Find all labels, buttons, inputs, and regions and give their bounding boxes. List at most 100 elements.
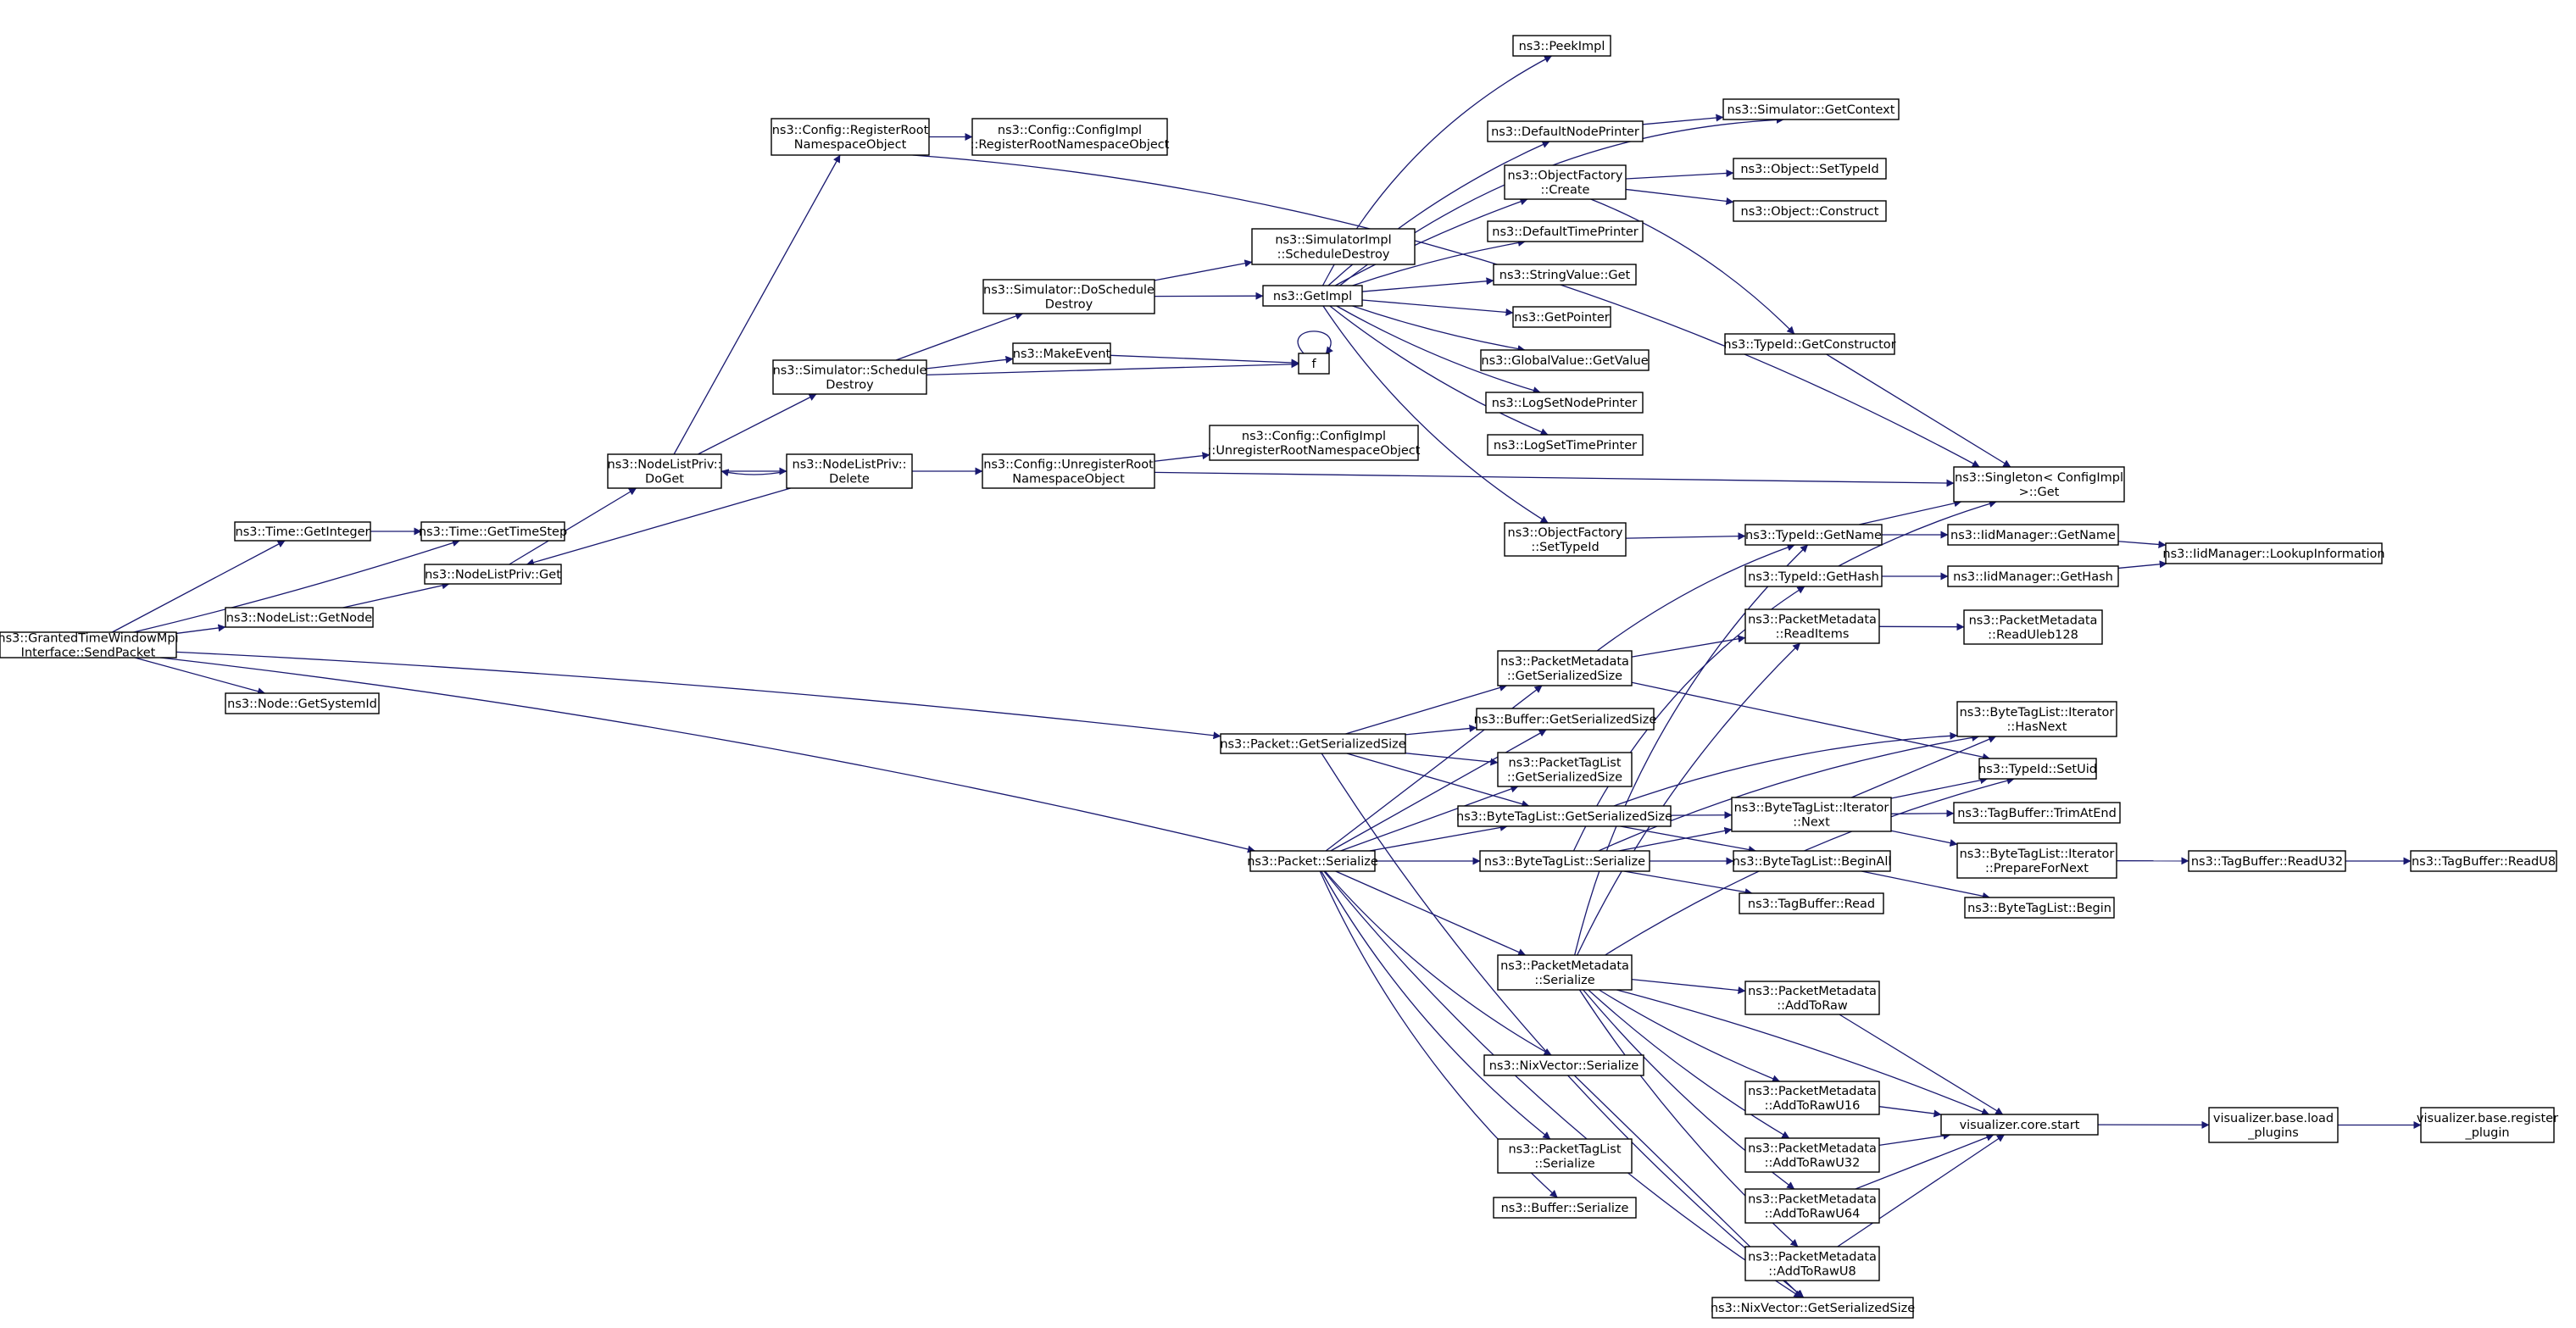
node-packet-getserializedsize[interactable]: ns3::Packet::GetSerializedSize bbox=[1220, 733, 1406, 754]
node-box[interactable] bbox=[1956, 701, 2117, 737]
node-box[interactable] bbox=[1497, 752, 1633, 787]
node-singleton-get[interactable]: ns3::Singleton< ConfigImpl>::Get bbox=[1953, 466, 2125, 503]
node-box[interactable] bbox=[1744, 1137, 1880, 1173]
node-bytetaglist-serialize[interactable]: ns3::ByteTagList::Serialize bbox=[1479, 850, 1650, 872]
node-bytetaglist-iterator-preparefornext[interactable]: ns3::ByteTagList::Iterator::PrepareForNe… bbox=[1956, 842, 2117, 879]
node-box[interactable] bbox=[772, 359, 927, 395]
node-typeid-gethash[interactable]: ns3::TypeId::GetHash bbox=[1744, 565, 1883, 587]
node-packettaglist-serialize[interactable]: ns3::PacketTagList::Serialize bbox=[1497, 1138, 1633, 1174]
node-box[interactable] bbox=[771, 118, 930, 156]
node-box[interactable] bbox=[1733, 158, 1887, 180]
node-object-construct[interactable]: ns3::Object::Construct bbox=[1733, 200, 1887, 222]
node-box[interactable] bbox=[1504, 164, 1627, 200]
node-objectfactory-create[interactable]: ns3::ObjectFactory::Create bbox=[1504, 164, 1627, 200]
node-box[interactable] bbox=[786, 453, 913, 489]
node-box[interactable] bbox=[982, 453, 1155, 489]
node-box[interactable] bbox=[1249, 850, 1376, 872]
node-box[interactable] bbox=[1487, 434, 1644, 456]
node-box[interactable] bbox=[1947, 524, 2119, 546]
node-box[interactable] bbox=[1963, 609, 2103, 645]
node-packetmetadata-addtorawu32[interactable]: ns3::PacketMetadata::AddToRawU32 bbox=[1744, 1137, 1880, 1173]
node-packetmetadata-addtorawu64[interactable]: ns3::PacketMetadata::AddToRawU64 bbox=[1744, 1188, 1880, 1224]
node-iidmanager-lookupinformation[interactable]: ns3::IidManager::LookupInformation bbox=[2162, 542, 2385, 564]
node-bytetaglist-begin[interactable]: ns3::ByteTagList::Begin bbox=[1964, 897, 2115, 919]
node-f[interactable]: f bbox=[1298, 353, 1330, 375]
node-box[interactable] bbox=[225, 692, 380, 714]
node-box[interactable] bbox=[1744, 1081, 1880, 1115]
node-box[interactable] bbox=[1476, 708, 1655, 731]
node-buffer-serialize[interactable]: ns3::Buffer::Serialize bbox=[1493, 1197, 1637, 1219]
node-defaulttimeprinter[interactable]: ns3::DefaultTimePrinter bbox=[1487, 220, 1644, 242]
node-box[interactable] bbox=[1497, 954, 1633, 991]
node-config-unregisterroot[interactable]: ns3::Config::UnregisterRootNamespaceObje… bbox=[982, 453, 1155, 489]
node-objectfactory-settypeid[interactable]: ns3::ObjectFactory::SetTypeId bbox=[1504, 522, 1627, 557]
node-box[interactable] bbox=[1220, 733, 1406, 754]
node-config-registerroot[interactable]: ns3::Config::RegisterRootNamespaceObject bbox=[771, 118, 930, 156]
node-packetmetadata-addtoraw[interactable]: ns3::PacketMetadata::AddToRaw bbox=[1744, 981, 1880, 1015]
node-box[interactable] bbox=[1512, 35, 1611, 57]
node-box[interactable] bbox=[971, 118, 1168, 156]
node-box[interactable] bbox=[1487, 220, 1644, 242]
node-box[interactable] bbox=[1964, 897, 2115, 919]
node-box[interactable] bbox=[1497, 650, 1633, 686]
node-visualizer-core-start[interactable]: visualizer.core.start bbox=[1940, 1114, 2099, 1136]
node-packetmetadata-serialize[interactable]: ns3::PacketMetadata::Serialize bbox=[1497, 954, 1633, 991]
node-visualizer-base-register-plugin[interactable]: visualizer.base.register_plugin bbox=[2417, 1107, 2558, 1143]
node-box[interactable] bbox=[1209, 425, 1419, 461]
node-box[interactable] bbox=[420, 521, 565, 542]
node-defaultnodeprinter[interactable]: ns3::DefaultNodePrinter bbox=[1487, 120, 1644, 142]
node-box[interactable] bbox=[1457, 805, 1672, 827]
node-box[interactable] bbox=[1731, 797, 1892, 832]
node-box[interactable] bbox=[1947, 565, 2119, 587]
node-box[interactable] bbox=[225, 607, 374, 628]
node-packetmetadata-addtorawu16[interactable]: ns3::PacketMetadata::AddToRawU16 bbox=[1744, 1081, 1880, 1115]
node-tagbuffer-read[interactable]: ns3::TagBuffer::Read bbox=[1739, 892, 1884, 914]
node-box[interactable] bbox=[1744, 1188, 1880, 1224]
node-getimpl[interactable]: ns3::GetImpl bbox=[1262, 285, 1363, 307]
node-box[interactable] bbox=[1722, 98, 1900, 120]
node-iidmanager-gethash[interactable]: ns3::IidManager::GetHash bbox=[1947, 565, 2119, 587]
node-packet-serialize[interactable]: ns3::Packet::Serialize bbox=[1247, 850, 1378, 872]
node-box[interactable] bbox=[424, 564, 562, 585]
node-getpointer[interactable]: ns3::GetPointer bbox=[1512, 306, 1611, 328]
node-nodelistpriv-doget[interactable]: ns3::NodeListPriv::DoGet bbox=[607, 453, 722, 489]
node-box[interactable] bbox=[1480, 349, 1650, 371]
node-bytetaglist-iterator-hasnext[interactable]: ns3::ByteTagList::Iterator::HasNext bbox=[1956, 701, 2117, 737]
node-nodelistpriv-delete[interactable]: ns3::NodeListPriv::Delete bbox=[786, 453, 913, 489]
node-box[interactable] bbox=[982, 279, 1155, 314]
node-box[interactable] bbox=[1956, 842, 2117, 879]
node-configimpl-registerroot[interactable]: ns3::Config::ConfigImpl::RegisterRootNam… bbox=[971, 118, 1170, 156]
node-time-gettimestep[interactable]: ns3::Time::GetTimeStep bbox=[419, 521, 567, 542]
node-bytetaglist-beginall[interactable]: ns3::ByteTagList::BeginAll bbox=[1733, 850, 1892, 872]
node-box[interactable] bbox=[2188, 850, 2346, 872]
node-box[interactable] bbox=[1733, 850, 1891, 872]
node-peekimpl[interactable]: ns3::PeekImpl bbox=[1512, 35, 1611, 57]
node-nixvector-getserializedsize[interactable]: ns3::NixVector::GetSerializedSize bbox=[1711, 1297, 1915, 1319]
node-box[interactable] bbox=[1744, 524, 1883, 546]
node-bytetaglist-getserializedsize[interactable]: ns3::ByteTagList::GetSerializedSize bbox=[1456, 805, 1672, 827]
node-box[interactable] bbox=[1724, 333, 1895, 355]
node-box[interactable] bbox=[1953, 466, 2125, 503]
node-node-getsystemid[interactable]: ns3::Node::GetSystemId bbox=[225, 692, 380, 714]
node-configimpl-unregisterroot[interactable]: ns3::Config::ConfigImpl::UnregisterRootN… bbox=[1208, 425, 1421, 461]
node-box[interactable] bbox=[1487, 120, 1644, 142]
node-object-settypeid[interactable]: ns3::Object::SetTypeId bbox=[1733, 158, 1887, 180]
node-box[interactable] bbox=[1739, 892, 1884, 914]
node-box[interactable] bbox=[1262, 285, 1363, 307]
node-box[interactable] bbox=[1711, 1297, 1914, 1319]
node-simulator-getcontext[interactable]: ns3::Simulator::GetContext bbox=[1722, 98, 1900, 120]
node-globalvalue-getvalue[interactable]: ns3::GlobalValue::GetValue bbox=[1480, 349, 1650, 371]
node-packetmetadata-addtorawu8[interactable]: ns3::PacketMetadata::AddToRawU8 bbox=[1744, 1246, 1880, 1281]
node-box[interactable] bbox=[607, 453, 722, 489]
node-makeevent[interactable]: ns3::MakeEvent bbox=[1012, 342, 1111, 364]
node-stringvalue-get[interactable]: ns3::StringValue::Get bbox=[1493, 264, 1637, 286]
node-box[interactable] bbox=[2410, 850, 2557, 872]
node-logsetnodeprinter[interactable]: ns3::LogSetNodePrinter bbox=[1485, 392, 1644, 414]
node-tagbuffer-readu8[interactable]: ns3::TagBuffer::ReadU8 bbox=[2410, 850, 2557, 872]
node-nodelist-getnode[interactable]: ns3::NodeList::GetNode bbox=[225, 607, 374, 628]
node-box[interactable] bbox=[1479, 850, 1650, 872]
node-box[interactable] bbox=[1744, 608, 1880, 644]
node-root[interactable]: ns3::GrantedTimeWindowMpiInterface::Send… bbox=[0, 631, 179, 660]
node-typeid-getconstructor[interactable]: ns3::TypeId::GetConstructor bbox=[1723, 333, 1896, 355]
